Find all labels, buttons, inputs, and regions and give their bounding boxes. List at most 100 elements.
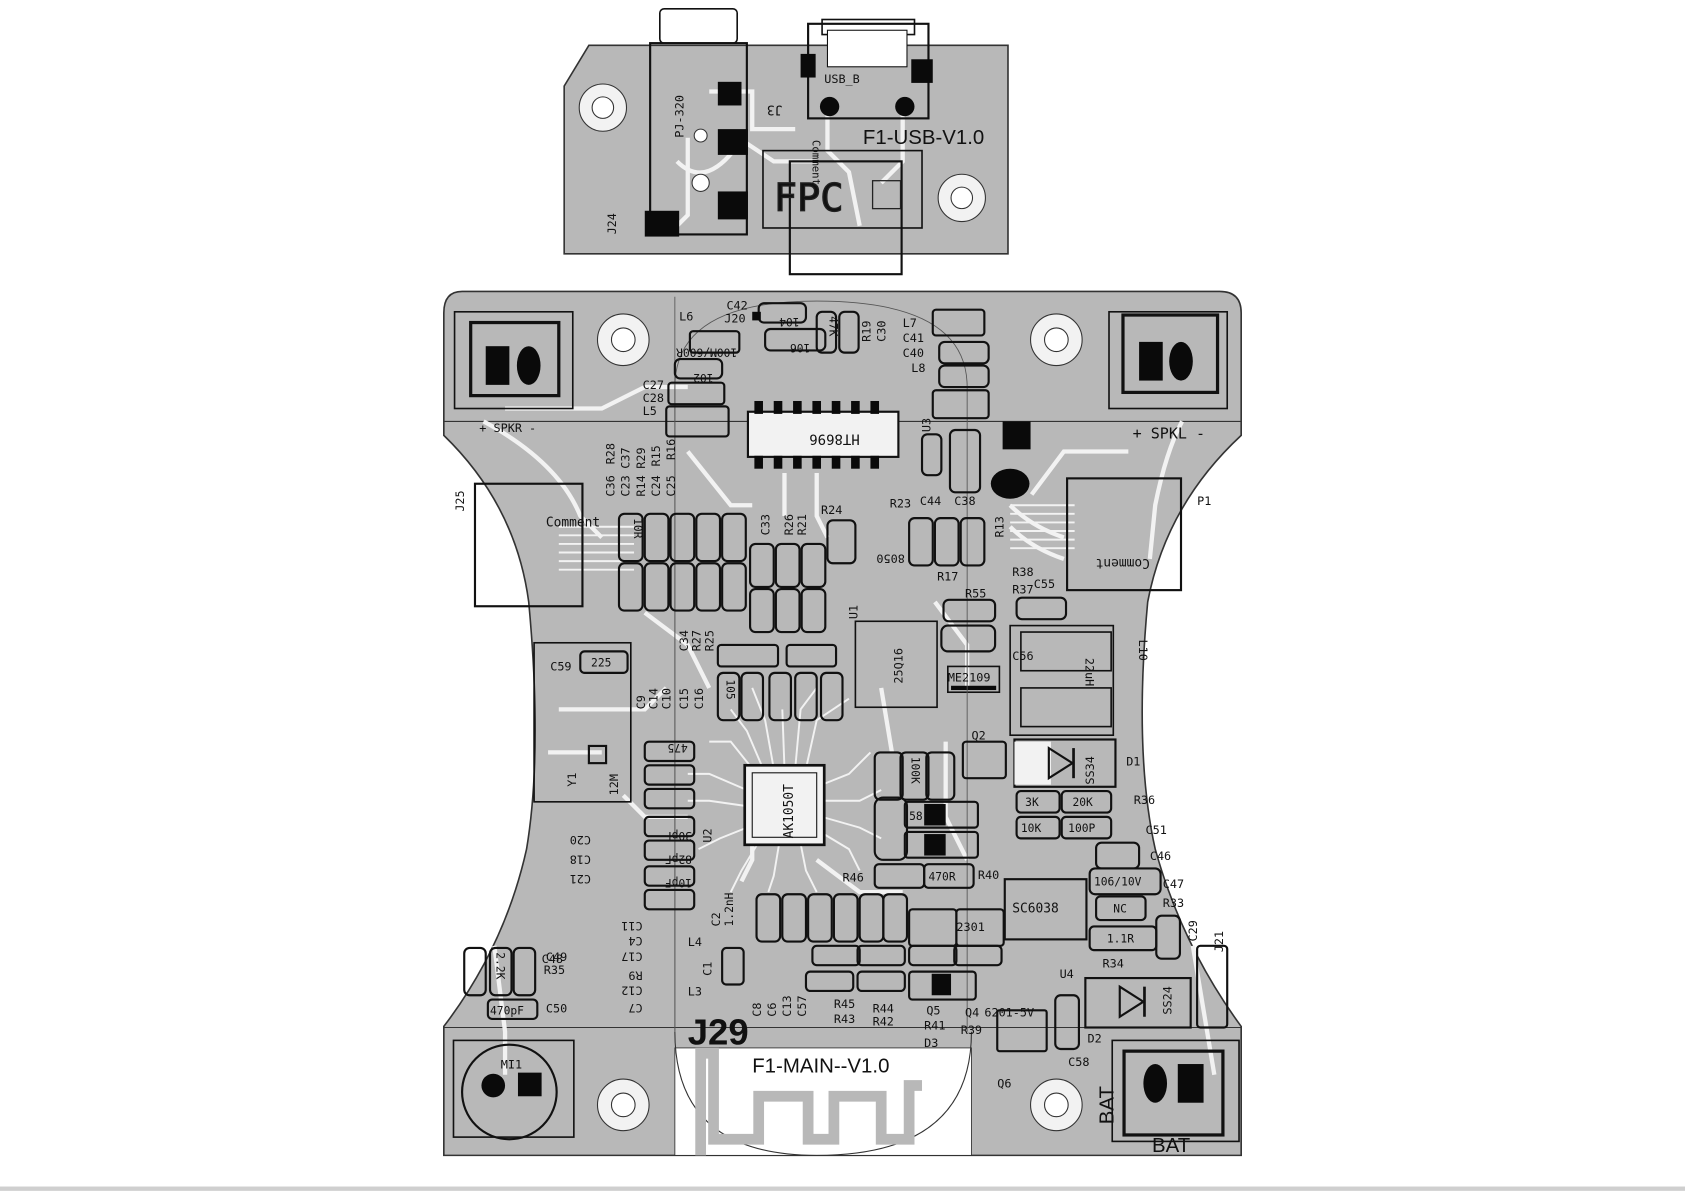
usb-mount-hole-left <box>578 83 628 132</box>
des-c51: C51 <box>1146 823 1167 837</box>
des-j20: J20 <box>724 312 745 326</box>
des-c23: C23 <box>619 475 633 496</box>
des-c16: C16 <box>692 688 706 709</box>
des-c17: C17 <box>621 949 642 963</box>
diode-ss34 <box>1013 738 1117 788</box>
des-c30: C30 <box>874 321 888 342</box>
main-mount-hole-bottom-left <box>596 1078 650 1132</box>
jack-pad-4 <box>644 210 680 237</box>
val-100m600r: 100M/600R <box>676 345 737 358</box>
usb-label-fpc: FPC <box>774 176 844 221</box>
ic-ak1050t <box>743 763 826 847</box>
des-r41: R41 <box>924 1019 945 1033</box>
des-r35: R35 <box>544 963 565 977</box>
val-1-1r: 1.1R <box>1107 933 1134 946</box>
des-c21: C21 <box>570 872 591 886</box>
des-c14: C14 <box>647 688 661 709</box>
des-c20: C20 <box>570 833 591 847</box>
val-1-2nh: 1.2nH <box>723 892 736 926</box>
val-105: 105 <box>723 679 736 699</box>
usb-label-usb-b: USB_B <box>824 72 860 86</box>
jack-pad-3 <box>717 191 748 220</box>
des-c38: C38 <box>954 494 975 508</box>
des-l8: L8 <box>911 361 925 375</box>
des-c24: C24 <box>649 475 663 496</box>
des-l6: L6 <box>679 309 693 323</box>
fpc-footprint <box>762 149 923 229</box>
des-c8: C8 <box>750 1003 764 1017</box>
ic-me2109 <box>947 665 1001 694</box>
des-c15: C15 <box>677 688 691 709</box>
j25-label: J25 <box>453 490 467 511</box>
des-l4: L4 <box>688 935 702 949</box>
des-r39: R39 <box>961 1023 982 1037</box>
connector-j29-label: J29 <box>688 1012 749 1053</box>
spkr-label: + SPKR - <box>479 421 536 435</box>
comment-left-label: Comment <box>546 516 600 531</box>
main-mount-hole-bottom-right <box>1030 1078 1083 1132</box>
des-c4: C4 <box>628 934 642 948</box>
val-470pf: 470pF <box>490 1005 524 1018</box>
des-r33: R33 <box>1163 896 1184 910</box>
val-58: 58 <box>909 810 923 823</box>
des-r45: R45 <box>834 997 855 1011</box>
des-d1: D1 <box>1126 754 1140 768</box>
des-r16: R16 <box>664 439 678 460</box>
des-c37: C37 <box>619 447 633 468</box>
des-l5: L5 <box>643 404 657 418</box>
des-u1: U1 <box>847 605 861 619</box>
val-104: 104 <box>779 315 800 328</box>
main-board-title: F1-MAIN--V1.0 <box>752 1056 889 1078</box>
passive-footprints <box>463 302 1229 1053</box>
des-r19: R19 <box>859 321 873 342</box>
transistor-2301-label: 2301 <box>956 920 984 934</box>
des-r14: R14 <box>634 475 648 496</box>
des-c6: C6 <box>765 1003 779 1017</box>
crystal-y1-label: Y1 <box>565 773 579 787</box>
des-r28: R28 <box>604 443 618 464</box>
des-r42: R42 <box>873 1014 894 1028</box>
des-c56: C56 <box>1012 649 1033 663</box>
des-c27: C27 <box>643 378 664 392</box>
des-c50: C50 <box>546 1001 567 1015</box>
diode-ss24-label: SS24 <box>1160 986 1174 1014</box>
des-c57: C57 <box>795 995 809 1016</box>
val-20k: 20K <box>1072 796 1093 809</box>
des-c36: C36 <box>604 475 618 496</box>
val-475: 475 <box>667 741 687 754</box>
des-r26: R26 <box>782 514 796 535</box>
des-d3: D3 <box>924 1036 938 1050</box>
des-r17: R17 <box>937 569 958 583</box>
des-l7: L7 <box>903 316 917 330</box>
des-r9: R9 <box>628 969 642 983</box>
des-c58: C58 <box>1068 1055 1089 1069</box>
des-c42: C42 <box>726 299 747 313</box>
main-mount-hole-top-left <box>596 313 650 367</box>
des-c1: C1 <box>700 962 714 976</box>
des-c28: C28 <box>643 391 664 405</box>
des-c18: C18 <box>570 853 591 867</box>
des-r46: R46 <box>842 870 863 884</box>
des-c46: C46 <box>1150 849 1171 863</box>
des-c12: C12 <box>621 984 642 998</box>
des-r27: R27 <box>690 630 704 651</box>
bat-label-bottom: BAT <box>1152 1135 1190 1157</box>
val-100p: 100P <box>1068 822 1095 835</box>
des-u4: U4 <box>1060 967 1074 981</box>
usb-label-pj320: PJ-320 <box>672 95 686 138</box>
usb-mount-hole-right <box>937 173 986 223</box>
diode-ss24 <box>1084 976 1192 1029</box>
val-10pf: 10pF <box>665 876 692 889</box>
comment-right-label: Comment <box>1096 555 1150 570</box>
des-r29: R29 <box>634 447 648 468</box>
des-c44: C44 <box>920 494 941 508</box>
ic-25q16-label: 25Q16 <box>892 648 906 684</box>
value-labels: 104 106 47K 102 100M/600R 225 10K 20K 10… <box>490 315 1142 1017</box>
bat-label-top: BAT <box>1096 1086 1118 1124</box>
usb-board: F1-USB-V1.0 PJ-320 USB_B J3 J24 FPC Comm… <box>563 7 1009 276</box>
des-u2: U2 <box>700 828 714 842</box>
val-47k: 47K <box>827 316 840 337</box>
val-225: 225 <box>591 656 611 669</box>
des-r24: R24 <box>821 503 842 517</box>
